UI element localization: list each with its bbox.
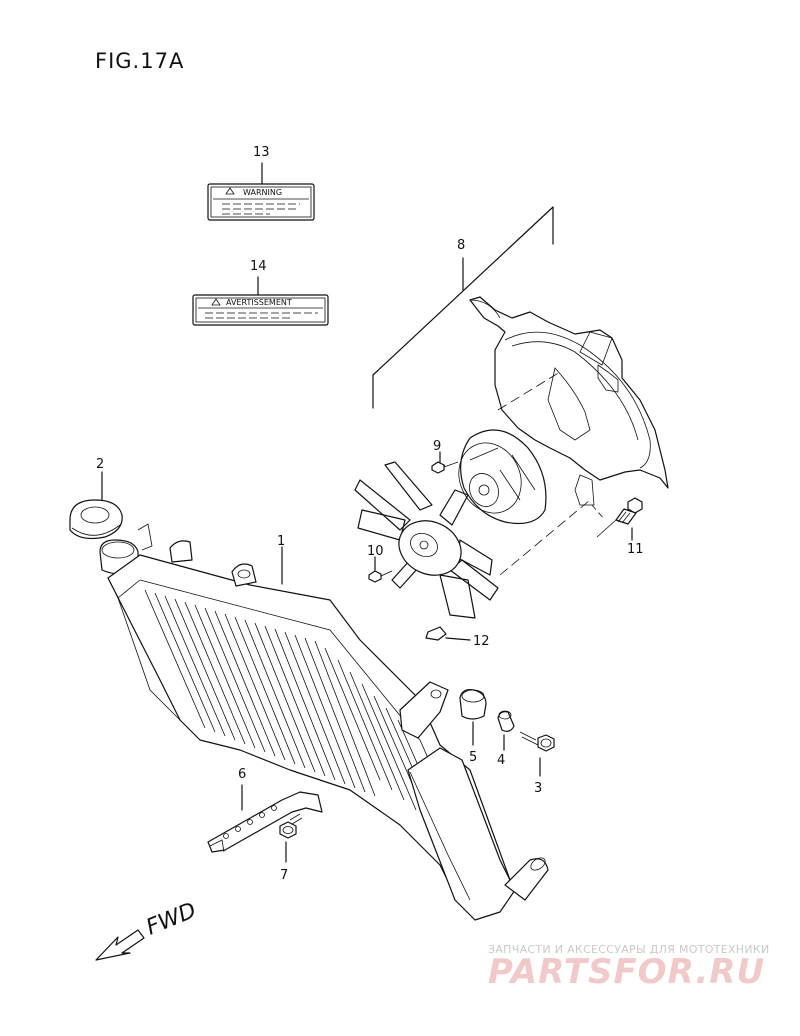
callout-10: 10 [367, 544, 384, 559]
figure-title: FIG.17A [95, 49, 184, 73]
part-13-warning-label[interactable]: WARNING [207, 162, 315, 221]
callout-4: 4 [497, 753, 505, 768]
forward-direction-indicator: FWD [95, 898, 200, 961]
callout-11: 11 [627, 542, 644, 557]
warning-triangle-icon [211, 298, 221, 306]
fwd-label: FWD [143, 898, 200, 940]
callout-1: 1 [277, 534, 285, 549]
radiator-fins [144, 589, 453, 843]
avertissement-label-text: AVERTISSEMENT [226, 298, 292, 307]
part-12-clip[interactable] [425, 626, 471, 641]
callout-5: 5 [469, 750, 477, 765]
watermark-logo: PARTSFOR.RU [488, 952, 766, 992]
callout-9: 9 [433, 439, 441, 454]
part-5-grommet[interactable] [459, 689, 487, 746]
callout-6: 6 [238, 767, 246, 782]
callout-3: 3 [534, 781, 542, 796]
warning-label-text: WARNING [243, 188, 282, 197]
part-8-fan-assembly-bracket[interactable] [372, 206, 554, 409]
callout-numbers: 1 2 3 4 5 6 7 8 9 10 11 12 13 14 [96, 145, 644, 883]
callout-14: 14 [250, 259, 267, 274]
fan-motor [458, 429, 547, 525]
callout-13: 13 [253, 145, 270, 160]
watermark-tagline: ЗАПЧАСТИ И АКСЕССУАРЫ ДЛЯ МОТОТЕХНИКИ [488, 943, 770, 956]
callout-12: 12 [473, 634, 490, 649]
warning-triangle-icon [225, 187, 235, 195]
callout-2: 2 [96, 457, 104, 472]
part-14-avertissement-label[interactable]: AVERTISSEMENT [192, 276, 329, 326]
part-7-bolt[interactable] [279, 813, 303, 863]
part-10-screw[interactable] [368, 556, 393, 583]
part-9-screw[interactable] [431, 451, 459, 474]
bracket-holes [223, 805, 277, 839]
part-6-bracket[interactable] [207, 784, 323, 853]
part-3-bolt[interactable] [519, 731, 555, 777]
part-4-collar[interactable] [497, 710, 515, 751]
part-1-radiator[interactable] [99, 523, 549, 921]
callout-7: 7 [280, 868, 288, 883]
callout-8: 8 [457, 238, 465, 253]
forward-arrow-icon [95, 929, 145, 961]
part-2-radiator-cap[interactable] [69, 471, 123, 540]
part-11-bolt[interactable] [615, 497, 643, 541]
fan-shroud [469, 296, 669, 506]
fan-blades [354, 461, 499, 619]
